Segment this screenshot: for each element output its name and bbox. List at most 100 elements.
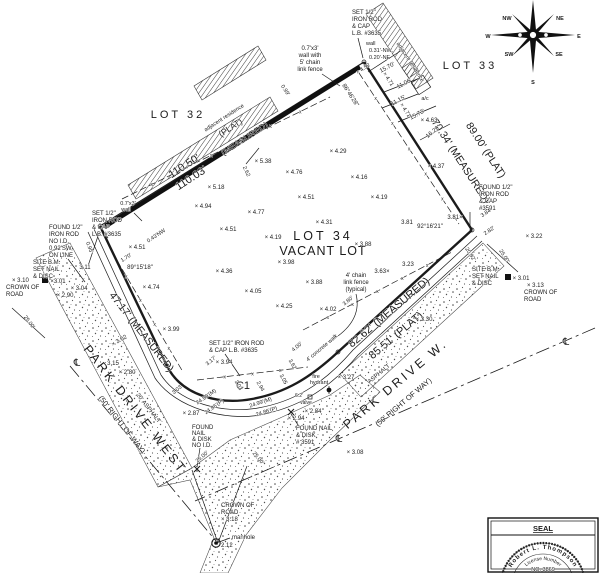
dim-line-25-bl xyxy=(191,469,219,544)
site-bm-r-3: & DISC xyxy=(472,281,493,287)
found-nail-r-1: FOUND NAIL xyxy=(296,426,333,432)
ac-label: a/c xyxy=(421,96,429,102)
fence-line-1 xyxy=(111,251,184,373)
wall-note-l-2: wall xyxy=(120,207,130,213)
tie-line-1570 xyxy=(367,49,403,73)
wall-band xyxy=(102,65,362,229)
compass-label-w: W xyxy=(485,34,491,40)
set-rod-l-2: IRON ROD xyxy=(92,218,123,224)
fence-x-mark: x xyxy=(401,276,404,282)
wall-note-4: link fence xyxy=(297,67,323,73)
fence-x-mark: x xyxy=(240,139,243,145)
compass-label-se: SE xyxy=(555,52,563,58)
fence-line-4 xyxy=(121,96,331,200)
set-rod-top-2: IRON ROD xyxy=(352,17,383,23)
tie-line-1573 xyxy=(397,105,437,123)
fence-line-3 xyxy=(302,251,453,331)
found-nail-l-4: NO I.D. xyxy=(192,443,212,449)
residence-nw-wing1 xyxy=(127,96,279,200)
el-2-94b: × 2.94 xyxy=(288,416,306,422)
compass-hub xyxy=(529,31,537,39)
crown-l-1: CROWN OF xyxy=(6,285,40,291)
valve-label: valve xyxy=(300,400,312,406)
curve-rod-2: & CAP L.B. #3635 xyxy=(209,348,258,354)
site-bm-l-3: & DISC xyxy=(33,274,54,280)
walk-line-1 xyxy=(93,228,478,411)
fence-line-2 xyxy=(196,366,309,381)
hydrant-label-1: fire xyxy=(312,374,320,380)
adjacent-residences xyxy=(127,2,434,200)
leader-found-nail-r xyxy=(290,413,301,429)
centerline-sym-r2: ℄ xyxy=(335,434,343,445)
el-3-88a: × 3.88 xyxy=(355,242,373,248)
leader-found-rod-l xyxy=(67,258,86,283)
corner-monument-north xyxy=(361,59,367,65)
el-3-11: 3.11 xyxy=(79,265,91,271)
el-3-04: × 3.04 xyxy=(71,286,89,292)
found-nail-l-3: & DISK xyxy=(192,437,212,443)
site-bm-r-2: SET NAIL xyxy=(472,274,499,280)
bearing-se: 92°16'21" xyxy=(417,224,443,230)
wall-note-l-1: 0.7'x3' xyxy=(120,201,136,207)
leader-found-nail-l xyxy=(196,447,201,468)
found-rod-l-4: 0.92'SW, xyxy=(49,246,73,252)
shoulder-intersection xyxy=(157,374,381,573)
el-4-02: × 4.02 xyxy=(320,307,338,313)
centerline-sym-r1: ℄ xyxy=(562,337,570,348)
curve-rod-1: SET 1/2" IRON ROD xyxy=(209,341,265,347)
shoulder-park-drive-w xyxy=(339,242,505,398)
walk-line-2 xyxy=(87,231,483,417)
residence-nw-wing2 xyxy=(193,45,267,101)
hydrant-label-2: hydrant xyxy=(310,380,329,386)
el-4-36: × 4.36 xyxy=(216,269,234,275)
el-3-94: × 3.94 xyxy=(216,360,234,366)
set-rod-l-4: L.B. #3635 xyxy=(92,232,122,238)
tie-0-95: 0.95' xyxy=(84,241,94,254)
el-3-81: 3.81 xyxy=(401,220,413,226)
dim-line-25-l xyxy=(11,307,46,339)
fence-x-mark: x xyxy=(408,146,411,152)
found-rod-r-4: #3591 xyxy=(479,206,496,212)
el-3-30: × 3.30 xyxy=(416,317,434,323)
el-4-31: × 4.31 xyxy=(316,220,334,226)
el-4-51a: × 4.51 xyxy=(298,195,316,201)
fence-note-3: (typical) xyxy=(345,287,366,293)
curve-label: C1 xyxy=(236,380,250,392)
el-3-22: × 3.22 xyxy=(526,234,544,240)
boundary-south-curve xyxy=(98,225,473,402)
el-3-03l: 3.03 xyxy=(171,384,183,395)
fence-x-mark: x xyxy=(374,96,377,102)
crown-b-2: ROAD xyxy=(221,510,239,516)
leader-set-rod-l xyxy=(100,227,109,239)
el-5-38: × 5.38 xyxy=(255,159,273,165)
crown-r-2: ROAD xyxy=(524,297,542,303)
seal-inner-ring xyxy=(514,553,572,573)
fence-x-mark: x xyxy=(279,368,282,374)
curve-point-east xyxy=(335,349,341,355)
fence-x-mark: x xyxy=(269,124,272,130)
el-3-99: × 3.99 xyxy=(163,327,181,333)
lot32-label: LOT 32 xyxy=(151,109,206,121)
dim-11-06: 11.06' xyxy=(396,78,413,91)
leader-wall-note xyxy=(321,73,341,87)
el-3-08: × 3.08 xyxy=(347,450,365,456)
walk-note-r: 4' concrete walk xyxy=(305,333,339,363)
centerline-park-drive-w xyxy=(194,327,596,502)
crown-l-2: ROAD xyxy=(6,292,24,298)
set-rod-top-1: SET 1/2" xyxy=(352,10,376,16)
vacant-lot-label: VACANT LOT xyxy=(279,244,366,258)
fence-line-5 xyxy=(358,72,460,225)
el-3-01-r: × 3.01 xyxy=(513,276,531,282)
el-4-74: × 4.74 xyxy=(143,285,161,291)
fence-x-mark: x xyxy=(424,171,427,177)
found-rod-l-1: FOUND 1/2" xyxy=(49,225,82,231)
tie-2-82: 2.82' xyxy=(483,225,496,236)
el-4-77: × 4.77 xyxy=(248,210,266,216)
centerline-sym-l: ℄ xyxy=(73,358,81,369)
compass-label-nw: NW xyxy=(502,16,512,22)
tie-4-00: 4.00' xyxy=(291,341,304,353)
leader-curve-rod xyxy=(224,353,241,377)
found-rod-l-5: ON LINE xyxy=(49,253,73,259)
el-2-90: × 2.90 xyxy=(57,293,75,299)
